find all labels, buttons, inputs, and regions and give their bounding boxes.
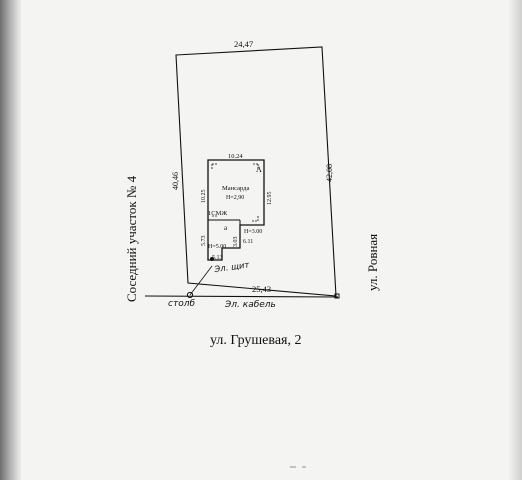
cable-line bbox=[189, 265, 213, 296]
house-top-dimension: 10.24 bbox=[228, 153, 243, 160]
small-dimension: 5.13 bbox=[212, 255, 223, 261]
material-label: 1СМЖ bbox=[208, 210, 227, 217]
house-letter: А bbox=[256, 165, 262, 174]
handwritten-pole: столб bbox=[168, 299, 195, 309]
plot-boundary bbox=[175, 46, 337, 297]
right-dimension: 42,08 bbox=[325, 164, 334, 182]
handwritten-cable: Эл. кабель bbox=[224, 300, 276, 310]
annex-letter: а bbox=[224, 224, 228, 232]
street-east-label: ул. Ровная bbox=[365, 234, 380, 291]
street-south-label: ул. Грушевая, 2 bbox=[210, 333, 301, 348]
top-dimension: 24,47 bbox=[234, 39, 253, 49]
annex-bottom-dimension: 6.11 bbox=[243, 239, 253, 245]
house-left-dimension: 10.25 bbox=[201, 190, 207, 204]
handwritten-shield: Эл. щит bbox=[213, 260, 251, 275]
annex-height-right: Н=3.00 bbox=[244, 229, 262, 235]
scan-shadow-edge bbox=[0, 0, 22, 480]
mansard-label: Мансарда bbox=[222, 185, 249, 192]
left-dimension: 40,46 bbox=[171, 172, 180, 190]
annex-left-dimension: 5.73 bbox=[201, 236, 207, 247]
street-line bbox=[144, 295, 339, 298]
shield-marker bbox=[210, 257, 214, 261]
corner-marker bbox=[334, 293, 340, 299]
neighbor-label: Соседний участок № 4 bbox=[124, 175, 139, 302]
pole-marker bbox=[186, 291, 194, 299]
annex-mid-dimension: 3.03 bbox=[233, 237, 239, 248]
scan-right-edge bbox=[508, 0, 522, 480]
house-right-dimension: 12.95 bbox=[267, 192, 273, 206]
annex-height-left: Н=5.00 bbox=[208, 244, 226, 250]
mansard-height: Н=2,90 bbox=[226, 195, 244, 201]
bottom-dimension: 25,43 bbox=[252, 284, 271, 294]
